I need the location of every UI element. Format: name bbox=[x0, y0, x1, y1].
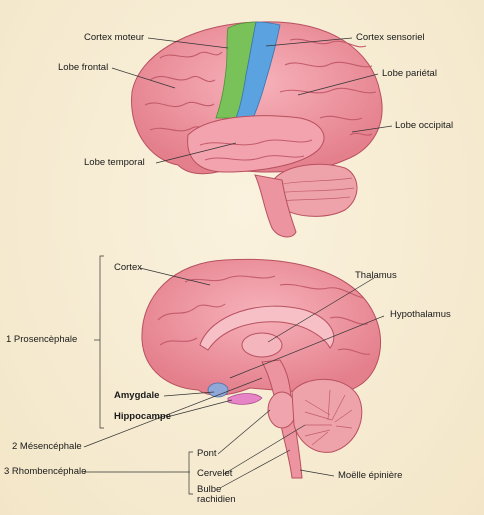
amygdala bbox=[207, 382, 229, 398]
label-hypothalamus: Hypothalamus bbox=[390, 309, 451, 320]
label-pons: Pont bbox=[197, 448, 217, 459]
brainstem-lateral bbox=[254, 174, 297, 238]
label-hippocampus: Hippocampe bbox=[114, 411, 172, 422]
label-amygdala: Amygdale bbox=[114, 390, 160, 401]
label-thalamus: Thalamus bbox=[355, 270, 397, 281]
label-temporal-lobe: Lobe temporal bbox=[84, 157, 145, 168]
label-parietal-lobe: Lobe pariétal bbox=[382, 68, 437, 79]
label-occipital-lobe: Lobe occipital bbox=[395, 120, 454, 131]
cerebrum-sagittal bbox=[141, 258, 381, 396]
pons bbox=[267, 391, 297, 429]
label-motor-cortex: Cortex moteur bbox=[84, 32, 145, 43]
label-prosencephalon: 1 Prosencèphale bbox=[6, 334, 78, 345]
label-rhombencephalon: 3 Rhombencéphale bbox=[4, 466, 87, 477]
corpus-callosum bbox=[199, 305, 335, 351]
thalamus bbox=[241, 332, 283, 358]
label-medulla: Bulbe rachidien bbox=[197, 484, 236, 505]
label-cerebellum: Cervelet bbox=[197, 468, 233, 479]
hippocampus bbox=[227, 393, 263, 405]
label-mesencephalon: 2 Mésencéphale bbox=[12, 441, 82, 452]
cerebellum-sagittal bbox=[291, 378, 363, 453]
lateral-brain bbox=[131, 21, 383, 238]
label-spinal-cord: Moëlle épinière bbox=[338, 470, 403, 481]
label-sensory-cortex: Cortex sensoriel bbox=[356, 32, 425, 43]
sagittal-brain bbox=[141, 258, 381, 479]
gyri-lines bbox=[144, 38, 377, 136]
label-cortex: Cortex bbox=[114, 262, 142, 273]
label-frontal-lobe: Lobe frontal bbox=[58, 62, 109, 73]
